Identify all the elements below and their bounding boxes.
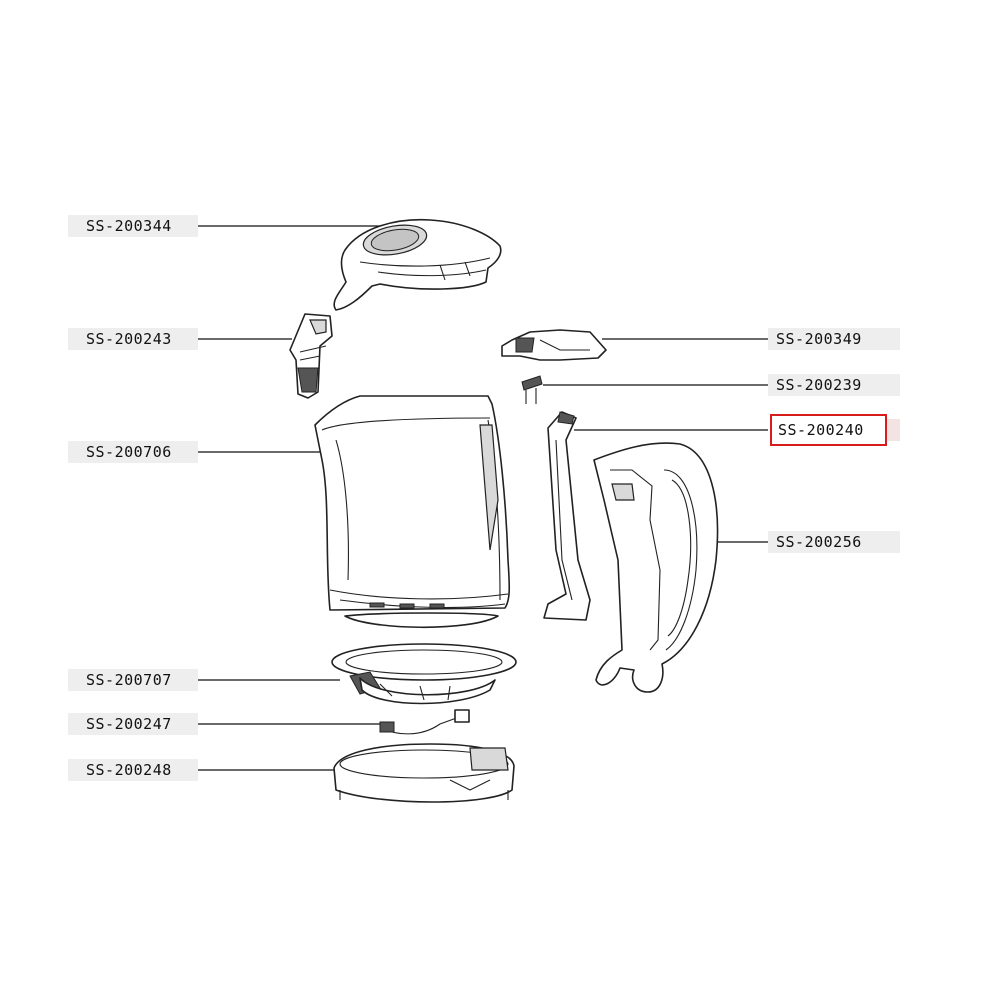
part-label-spring[interactable]: SS-200239 (768, 374, 900, 396)
base-bottom-part (333, 743, 515, 803)
switch-rod-part (543, 411, 591, 621)
part-label-base-seal[interactable]: SS-200707 (68, 669, 198, 691)
leader-lines (196, 225, 768, 771)
highlight-tail (886, 419, 900, 441)
part-label-base-bottom[interactable]: SS-200248 (68, 759, 198, 781)
filter-part (289, 313, 333, 399)
cable-part (379, 709, 470, 735)
part-label-filter[interactable]: SS-200243 (68, 328, 198, 350)
spring-part (521, 375, 543, 404)
switch-cover-part (501, 329, 607, 361)
lid-part (333, 218, 502, 311)
base-seal-part (331, 643, 517, 705)
body-part (314, 395, 511, 629)
part-label-lid[interactable]: SS-200344 (68, 215, 198, 237)
part-label-handle[interactable]: SS-200256 (768, 531, 900, 553)
handle-part (593, 442, 719, 693)
part-label-switch-rod[interactable]: SS-200240 (770, 414, 887, 446)
part-label-switch-cover[interactable]: SS-200349 (768, 328, 900, 350)
part-label-body[interactable]: SS-200706 (68, 441, 198, 463)
part-label-cable[interactable]: SS-200247 (68, 713, 198, 735)
